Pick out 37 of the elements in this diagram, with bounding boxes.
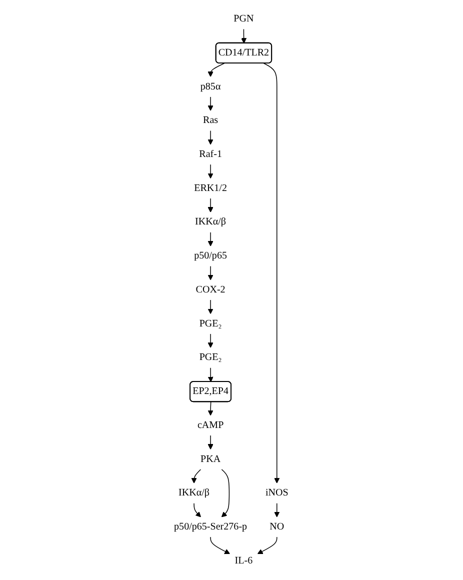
arrow [210, 536, 230, 554]
node-text: COX-2 [196, 284, 226, 296]
arrow [241, 28, 247, 44]
node-text: cAMP [198, 420, 224, 430]
node-text: PGE₂ [200, 318, 222, 329]
node-text: PGE₂ [200, 352, 222, 363]
arrow [208, 266, 214, 280]
arrow [258, 536, 278, 554]
arrow [222, 468, 230, 518]
arrow [208, 367, 214, 382]
arrow [208, 130, 214, 145]
node-text: Raf-1 [199, 148, 222, 160]
node-text: iNOS [266, 488, 289, 498]
arrow [208, 435, 214, 450]
node-text: p50/p65-Ser276-p [174, 521, 248, 532]
node-text: PGN [234, 13, 254, 24]
arrow [192, 468, 202, 484]
arrow [208, 198, 214, 212]
arrow [194, 502, 202, 518]
arrow [208, 402, 214, 416]
node-text: p85α [200, 81, 222, 92]
node-text: IL-6 [235, 555, 253, 566]
node-text: Ras [203, 115, 218, 126]
node-text: IKKα/β [178, 488, 210, 498]
arrow [208, 96, 214, 111]
arrow [264, 62, 280, 484]
node-text: IKKα/β [195, 216, 226, 228]
node-text: p50/p65 [194, 250, 228, 262]
arrow [208, 232, 214, 246]
node-text: PKA [200, 454, 221, 464]
node-text: NO [270, 521, 284, 532]
arrow [208, 62, 226, 78]
arrow [274, 502, 280, 518]
arrow [208, 164, 214, 179]
arrow [208, 300, 214, 314]
arrow [208, 334, 214, 348]
node-text: ERK1/2 [194, 182, 228, 194]
